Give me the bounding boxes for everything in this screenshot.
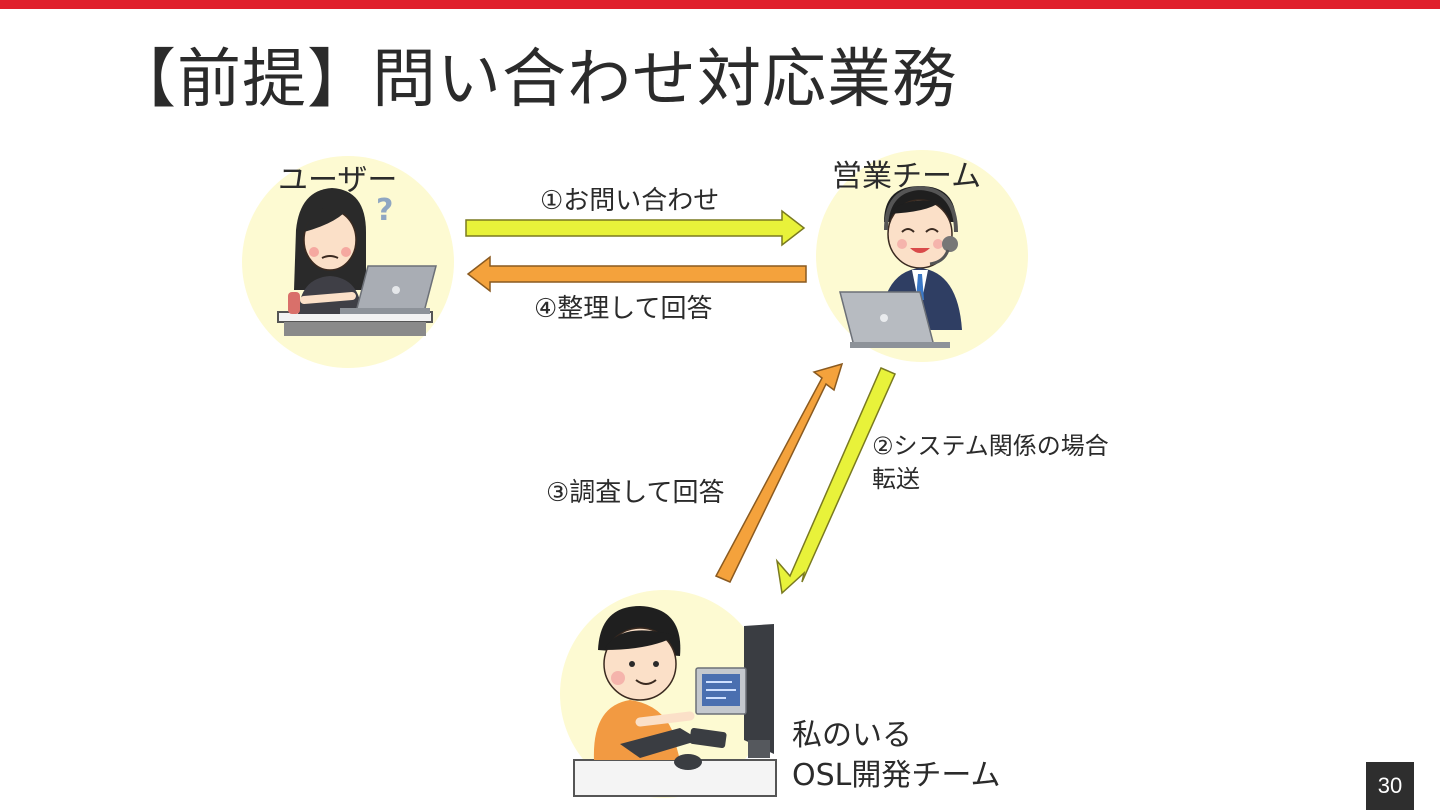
arrow-label-final-answer: ④整理して回答 (534, 294, 713, 324)
node-label-osl-line2: OSL開発チーム (792, 758, 1001, 793)
arrow-investigate-answer (714, 362, 844, 583)
arrow-label-forward-line1: ②システム関係の場合 (872, 432, 1109, 460)
arrow-final-answer (466, 255, 807, 293)
node-label-osl: 私のいる OSL開発チーム (792, 716, 1000, 796)
confused-user-icon: ? (277, 188, 437, 336)
arrow-label-investigate: ③調査して回答 (546, 478, 725, 508)
arrow-label-inquiry: ①お問い合わせ (540, 186, 720, 216)
node-label-sales: 営業チーム (832, 159, 982, 194)
node-label-osl-line1: 私のいる (792, 718, 912, 753)
question-mark-icon: ? (376, 193, 393, 228)
page-number: 30 (1366, 762, 1414, 810)
headset-operator-icon (839, 185, 962, 348)
top-accent-bar (0, 0, 1440, 9)
arrow-forward (775, 367, 896, 595)
developer-icon (573, 606, 777, 797)
arrow-inquiry (465, 209, 806, 247)
arrow-label-forward-line2: 転送 (872, 465, 920, 493)
slide-title: 【前提】問い合わせ対応業務 (112, 43, 957, 117)
arrow-label-forward: ②システム関係の場合 転送 (872, 430, 1109, 496)
node-label-user: ユーザー (278, 163, 398, 198)
